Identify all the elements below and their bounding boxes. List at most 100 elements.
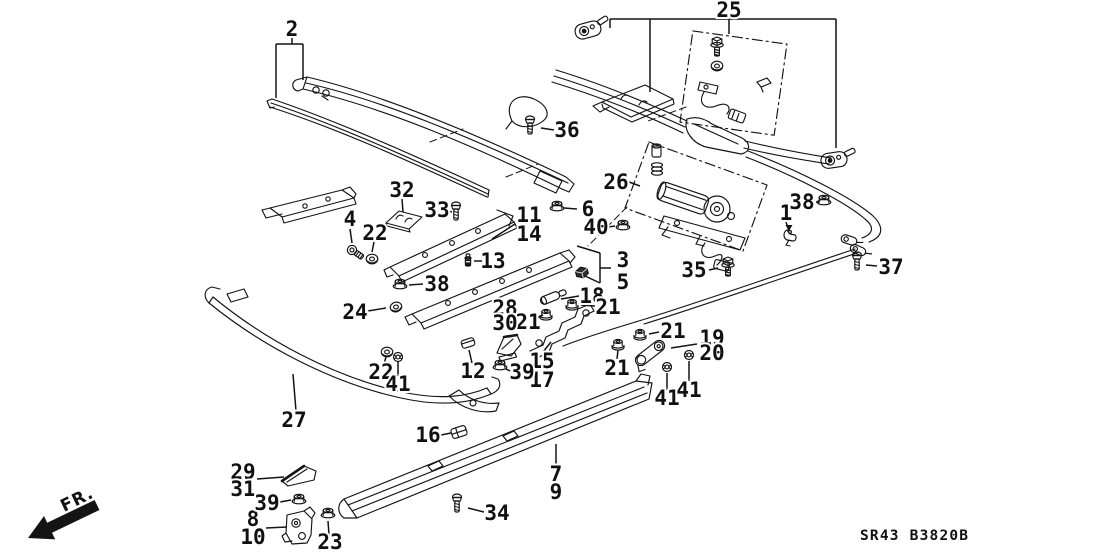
part-glyph-nutf (549, 200, 565, 212)
callout-18: 18 (579, 284, 604, 308)
callout-3: 3 (617, 248, 630, 272)
leader-line (536, 314, 544, 319)
leader-line (256, 476, 285, 480)
part-glyph-eyelet (849, 243, 873, 257)
part-glyph-latch (574, 15, 609, 40)
part-glyph-bracket810 (281, 506, 316, 545)
drain-channel-27 (204, 286, 501, 413)
leader-line (648, 331, 660, 335)
callout-26: 26 (603, 170, 628, 194)
callout-13: 13 (480, 249, 505, 273)
part-glyph-roller21 (539, 308, 553, 321)
part-glyph-plate32 (385, 210, 423, 233)
part-glyph-roller21 (565, 298, 579, 311)
callout-19: 19 (699, 326, 724, 350)
callout-9: 9 (550, 480, 563, 504)
callout-39: 39 (254, 491, 279, 515)
callout-6: 6 (582, 197, 595, 221)
part-glyph-eyelet (840, 234, 864, 246)
part-glyph-stud13 (464, 253, 472, 267)
cable-guide-plate (592, 84, 675, 123)
part-glyph-nutf (492, 359, 508, 371)
construction-lines (429, 106, 687, 247)
callout-14: 14 (516, 222, 541, 246)
callout-20: 20 (699, 341, 724, 365)
leader-line (616, 349, 619, 360)
callout-24: 24 (342, 300, 367, 324)
part-glyph-wedge2830 (496, 333, 522, 362)
leader-line (327, 520, 330, 536)
leader-line (580, 304, 596, 307)
callout-22: 22 (362, 221, 387, 245)
callout-38: 38 (789, 190, 814, 214)
part-glyph-nutf (392, 278, 408, 290)
drive-cable-run (562, 248, 858, 347)
leader-line (584, 275, 601, 284)
callout-25: 25 (716, 0, 741, 22)
roof-seal-strip (266, 98, 490, 198)
part-glyph-nutf (291, 493, 307, 505)
callout-33: 33 (424, 198, 449, 222)
leader-line (292, 373, 297, 412)
callout-31: 31 (230, 477, 255, 501)
callout-1: 1 (780, 201, 793, 225)
callout-16: 16 (415, 423, 440, 447)
leader-line (708, 267, 719, 271)
diagram-part-code: SR43 B3820B (860, 528, 969, 544)
callout-39: 39 (509, 360, 534, 384)
part-glyph-washer41 (392, 351, 404, 363)
fr-direction-arrow (28, 500, 100, 540)
callout-35: 35 (681, 258, 706, 282)
leader-line (467, 507, 485, 513)
callout-27: 27 (281, 408, 306, 432)
part-glyph-latch (820, 147, 856, 169)
front-rail-assembly (292, 76, 575, 193)
callout-22: 22 (368, 360, 393, 384)
part-glyph-grommet (389, 301, 403, 313)
detail-box-25 (679, 30, 788, 136)
callout-12: 12 (460, 359, 485, 383)
callout-2: 2 (286, 17, 299, 41)
callout-38: 38 (424, 272, 449, 296)
leader-line (563, 207, 578, 210)
leader-line (371, 241, 375, 253)
part-glyph-roller21 (633, 328, 647, 341)
callout-32: 32 (389, 178, 414, 202)
slider-bracket-15-17 (529, 303, 595, 360)
leader-line (401, 198, 404, 213)
part-glyph-screw (524, 115, 536, 135)
part-glyph-nutf (615, 219, 631, 231)
part-glyph-nutf (816, 194, 832, 206)
leader-line (383, 356, 387, 365)
part-glyph-boltv (710, 36, 724, 57)
part-glyph-pipe18 (539, 289, 567, 305)
part-glyph-screw (851, 251, 863, 271)
part-glyph-bolt4 (346, 244, 365, 260)
part-glyph-grommet (365, 253, 379, 265)
callout-36: 36 (554, 118, 579, 142)
leader-line (447, 210, 453, 213)
part-glyph-washer41 (661, 361, 673, 373)
leader-line (349, 228, 353, 244)
callout-41: 41 (385, 372, 410, 396)
callout-15: 15 (529, 349, 554, 373)
callout-5: 5 (617, 270, 630, 294)
part-glyph-roller21 (611, 338, 625, 351)
leader-line (576, 245, 601, 254)
callout-4: 4 (344, 207, 357, 231)
callout-37: 37 (878, 255, 903, 279)
callout-21: 21 (515, 310, 540, 334)
leader-line (408, 283, 424, 286)
leader-line (670, 343, 698, 349)
leader-line (560, 295, 580, 300)
leader-line (440, 432, 452, 436)
callout-40: 40 (583, 215, 608, 239)
part-glyph-wedge2931 (280, 464, 317, 487)
leader-line (468, 349, 473, 364)
callout-28: 28 (492, 296, 517, 320)
leader-line (865, 264, 878, 267)
corner-rail-left (261, 186, 357, 224)
rail-end-bracket-36 (505, 96, 563, 194)
